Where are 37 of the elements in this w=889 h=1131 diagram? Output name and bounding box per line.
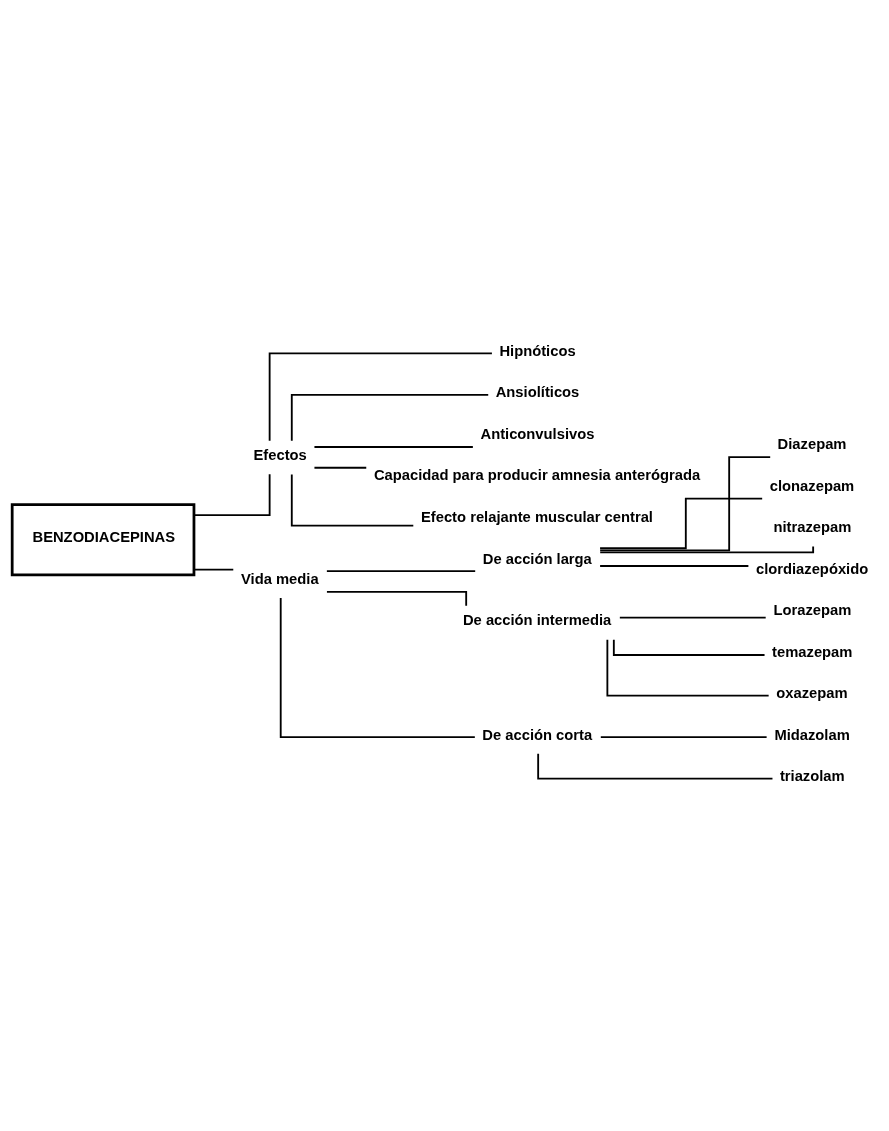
connector [325, 569, 477, 572]
node-text: Efecto relajante muscular central [420, 508, 653, 525]
node-text: clonazepam [769, 477, 855, 494]
node-text: nitrazepam [773, 518, 852, 535]
connector [268, 351, 493, 442]
connector [290, 393, 490, 442]
node-text: Capacidad para producir amnesia anterógrada [373, 466, 701, 483]
connector [606, 638, 770, 697]
node-text: De acción corta [482, 726, 593, 743]
node-text: oxazepam [776, 684, 848, 701]
node-text: Ansiolíticos [495, 383, 580, 400]
node-text: Efectos [253, 446, 307, 463]
node-text: Midazolam [774, 726, 850, 743]
node-text: temazepam [772, 643, 853, 660]
node-text: De acción larga [482, 550, 592, 567]
connector [599, 497, 764, 549]
node-text: Diazepam [777, 435, 847, 452]
node-text: De acción intermedia [462, 611, 612, 628]
node-text: Hipnóticos [499, 342, 576, 359]
connector [193, 568, 235, 571]
node-text: Lorazepam [773, 601, 852, 618]
connector [290, 472, 415, 526]
node-text: clordiazepóxido [755, 560, 869, 577]
connector [193, 472, 271, 516]
connector [313, 445, 474, 448]
connector [599, 564, 750, 567]
node-text: Vida media [241, 570, 319, 587]
connector [313, 466, 368, 469]
connector [612, 638, 766, 656]
node-box: BENZODIACEPINAS [10, 502, 196, 576]
node-text: Anticonvulsivos [480, 425, 595, 442]
connector [599, 735, 768, 738]
node-text: triazolam [779, 767, 845, 784]
connector [599, 455, 772, 551]
connector [618, 616, 767, 619]
connector [279, 596, 476, 738]
connector [537, 752, 774, 780]
